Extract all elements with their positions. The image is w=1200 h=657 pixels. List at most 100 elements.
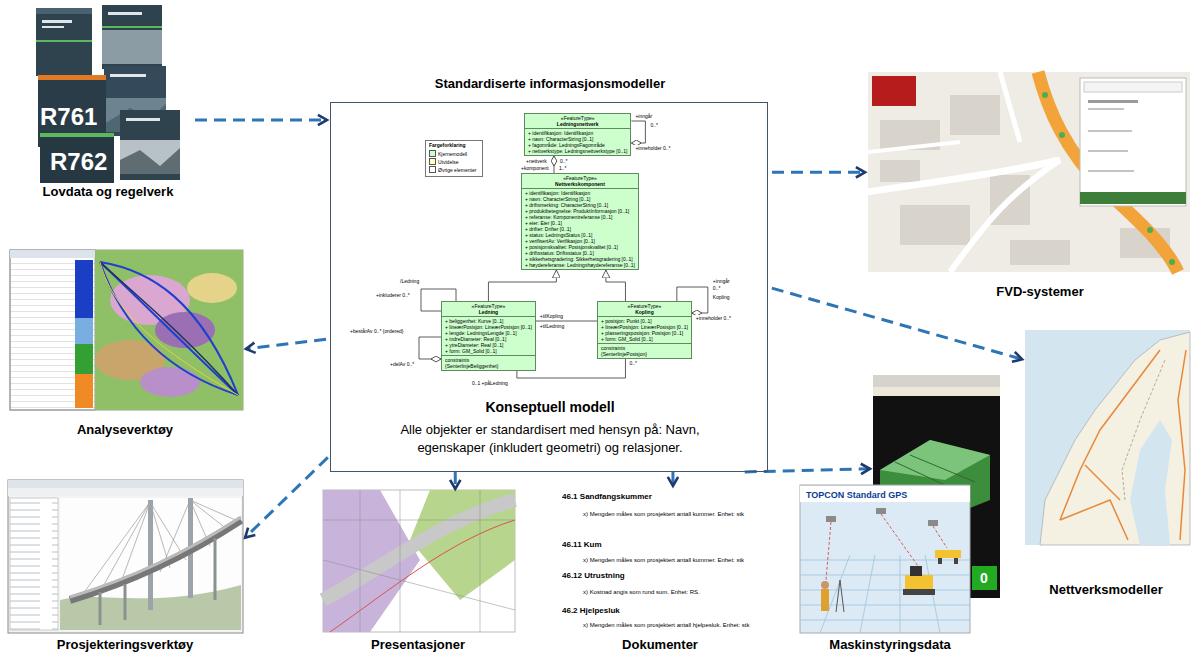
network-map: Nettverksmodeller bbox=[1025, 330, 1190, 545]
class-attribute: + beliggenhet: Kurve [0..1] bbox=[445, 318, 532, 324]
design-software-screenshot: Prosjekteringsverktøy bbox=[8, 480, 243, 633]
doc-body: x) Mengden måles som prosjektert antall … bbox=[583, 510, 744, 518]
uml-association bbox=[488, 270, 556, 301]
analysis-screenshot bbox=[100, 262, 238, 395]
gps-illustration bbox=[826, 514, 947, 580]
model-frame-ground bbox=[330, 102, 768, 472]
legend-row: Utvidelse bbox=[429, 158, 479, 166]
class-attribute: + navn: CharacterString [0..1] bbox=[528, 136, 627, 142]
legend-swatch bbox=[429, 158, 436, 165]
role-label: 0..* bbox=[559, 158, 569, 164]
class-attribute: + posisjon: Punkt [0..1] bbox=[601, 318, 688, 324]
doc-heading: 46.1 Sandfangskummer bbox=[562, 492, 652, 502]
class-attribute: + form: GM_Solid [0..1] bbox=[445, 348, 532, 354]
gps-illustration bbox=[876, 508, 886, 514]
plan-drawing bbox=[323, 490, 515, 632]
class-attribute: + identifikasjon: Identifikasjon bbox=[528, 130, 627, 136]
class-compartment: + identifikasjon: Identifikasjon+ navn: … bbox=[522, 188, 638, 269]
network-map bbox=[1040, 332, 1190, 545]
legend-row: Kjernemodell bbox=[429, 150, 479, 158]
role-label: +tilKopling bbox=[539, 313, 564, 319]
gps-illustration bbox=[928, 520, 938, 526]
plan-drawing bbox=[330, 520, 515, 632]
document-covers bbox=[36, 5, 180, 183]
desc: Alle objekter er standardisert med hensy… bbox=[370, 421, 730, 457]
design-software-screenshot bbox=[100, 538, 215, 625]
class-name: Ledning bbox=[445, 309, 532, 315]
gps-illustration bbox=[800, 486, 970, 502]
network-map bbox=[1178, 350, 1186, 540]
document-covers bbox=[40, 133, 114, 183]
road-map bbox=[1147, 227, 1153, 233]
analysis-screenshot bbox=[10, 250, 95, 258]
caption: Maskinstyringsdata bbox=[829, 637, 950, 653]
flow-arrow bbox=[772, 288, 1022, 359]
class-name: Nettverkskomponent bbox=[525, 181, 635, 187]
design-software-screenshot bbox=[8, 488, 243, 496]
uml-association bbox=[554, 156, 555, 173]
self-association bbox=[419, 337, 441, 359]
caption: Dokumenter bbox=[622, 637, 698, 653]
role-label: Kopling bbox=[712, 294, 731, 300]
road-map bbox=[868, 160, 1060, 192]
class-attribute: + nettverkstype: Ledningsnettverkstype [… bbox=[528, 148, 627, 154]
machine-control-screen: TOPCON Standard GPS0Maskinstyringsdata bbox=[873, 375, 1000, 598]
stereotype: «FeatureType» bbox=[528, 115, 627, 121]
class-attribute: + status: LedningsStatus [0..1] bbox=[525, 232, 635, 238]
road-map bbox=[868, 72, 1190, 272]
design-software-screenshot bbox=[10, 498, 58, 630]
class-attribute: + drifter: Drifter [0..1] bbox=[525, 226, 635, 232]
gps-illustration bbox=[935, 550, 961, 558]
role-label: 0..1 +påLedning bbox=[471, 380, 509, 386]
design-software-screenshot bbox=[8, 480, 243, 633]
self-association bbox=[631, 121, 645, 143]
road-map bbox=[1010, 240, 1070, 265]
role-label: 0..* bbox=[628, 360, 638, 366]
road-map bbox=[872, 76, 916, 106]
gps-illustration bbox=[910, 566, 922, 576]
analysis-screenshot bbox=[100, 262, 238, 395]
doc-heading: 46.11 Kum bbox=[562, 540, 602, 550]
gps-illustration bbox=[800, 555, 970, 633]
network-map bbox=[1060, 500, 1128, 540]
flow-arrow bbox=[454, 472, 457, 489]
caption: Nettverksmodeller bbox=[1049, 582, 1162, 598]
road-map bbox=[1080, 78, 1186, 206]
class-attribute: + referanse: Komponentreferanse [0..1] bbox=[525, 214, 635, 220]
self-associations bbox=[419, 121, 708, 359]
title: Standardiserte informasjonsmodeller bbox=[435, 76, 665, 92]
road-map bbox=[1169, 259, 1175, 265]
edge-layer bbox=[195, 120, 1022, 538]
uml-association bbox=[536, 321, 597, 322]
road-map bbox=[1088, 130, 1132, 132]
class-attribute: + eier: Eier [0..1] bbox=[525, 220, 635, 226]
document-covers bbox=[36, 8, 92, 14]
flow-arrow bbox=[671, 472, 674, 486]
class-compartment: «FeatureType»Nettverkskomponent bbox=[522, 174, 638, 188]
class-attribute: + verifisertAv: Verifikasjon [0..1] bbox=[525, 238, 635, 244]
analysis-screenshot bbox=[100, 262, 238, 395]
caption: Prosjekteringsverktøy bbox=[57, 637, 194, 653]
model-frame-ground bbox=[330, 102, 768, 472]
role-label: +inneholder 0..* bbox=[695, 315, 732, 321]
flow-arrow bbox=[772, 171, 865, 174]
subtitle: Konseptuell modell bbox=[485, 399, 614, 416]
class-attribute: + høydereferanse: Ledningshøydereferanse… bbox=[525, 262, 635, 268]
doc-body: x) Mengden måles som prosjektert antall … bbox=[583, 621, 749, 629]
document-covers bbox=[120, 110, 180, 180]
analysis-screenshot bbox=[187, 273, 237, 303]
class-attribute: + driftsmerking: CharacterString [0..1] bbox=[525, 202, 635, 208]
class-attribute: + ytreDiameter: Real [0..1] bbox=[445, 342, 532, 348]
class-compartment: «FeatureType»Ledningsnettverk bbox=[525, 114, 630, 128]
uml-class: «FeatureType»Ledning+ beliggenhet: Kurve… bbox=[441, 301, 536, 371]
road-map bbox=[868, 142, 960, 152]
document-covers bbox=[102, 5, 162, 69]
document-covers bbox=[42, 20, 72, 23]
role-label: +delAv 0..* bbox=[389, 361, 415, 367]
class-attribute: + lengde: LedningsLengde [0..1] bbox=[445, 330, 532, 336]
legend-swatch bbox=[429, 166, 436, 173]
gps-illustration bbox=[826, 516, 836, 522]
class-attribute: + driftsstatus: Driftsstatus [0..1] bbox=[525, 250, 635, 256]
network-map bbox=[1025, 330, 1190, 545]
legend-text: Kjernemodell bbox=[438, 151, 467, 157]
